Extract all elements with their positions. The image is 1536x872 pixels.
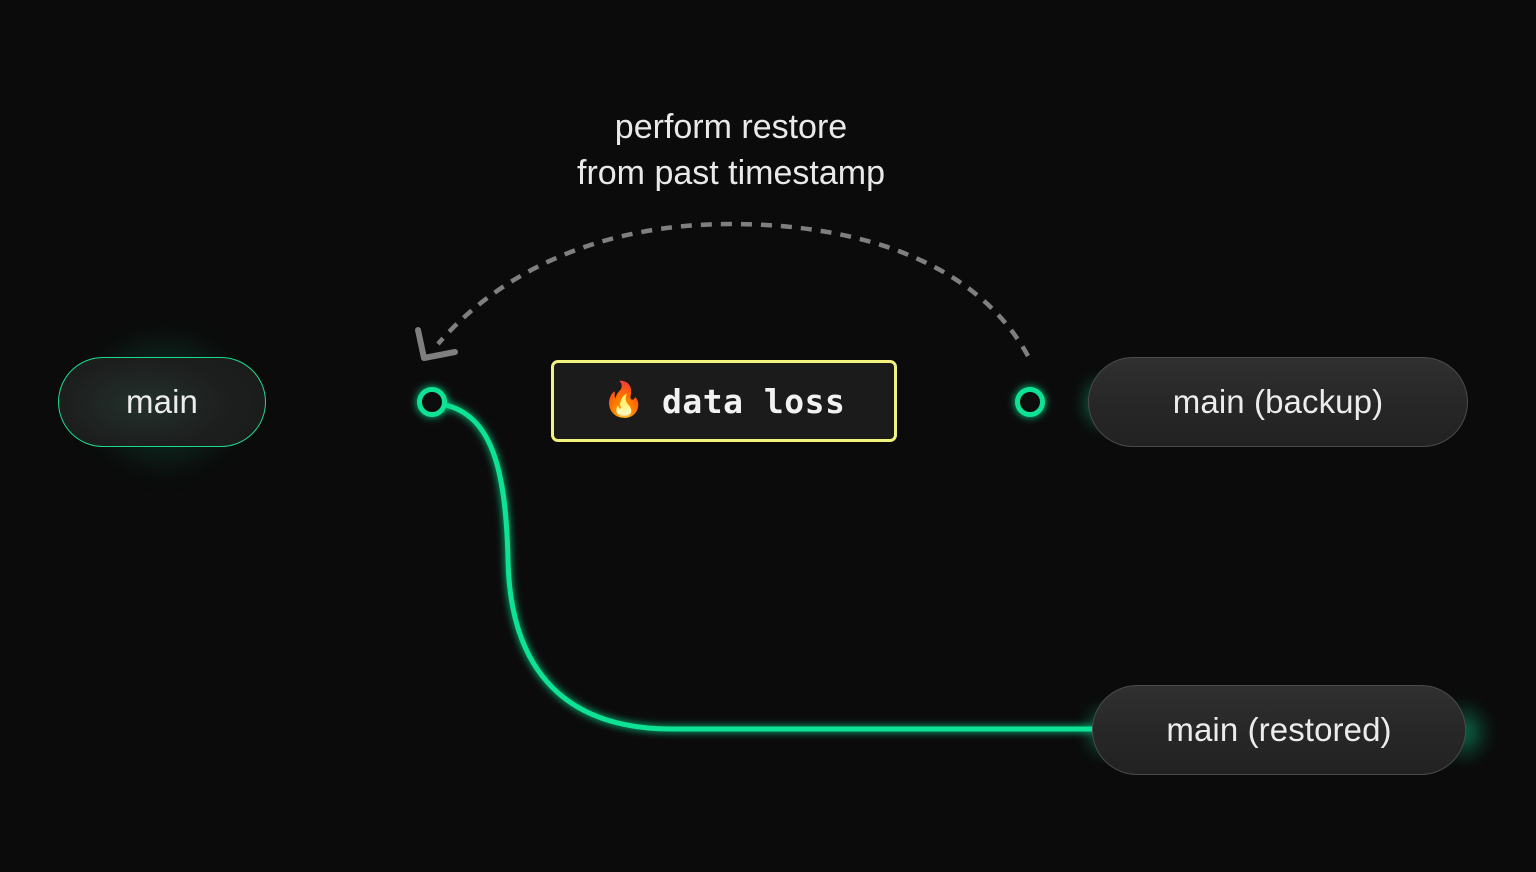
- restore-arrow-head: [415, 327, 458, 361]
- data-loss-label: data loss: [662, 381, 846, 421]
- data-loss-event[interactable]: 🔥 data loss: [551, 360, 897, 442]
- node-main-label: main: [126, 383, 198, 420]
- commit-point-backup[interactable]: [1015, 387, 1045, 417]
- node-main-restored-label: main (restored): [1166, 711, 1392, 748]
- node-main[interactable]: main: [58, 357, 266, 447]
- node-main-backup[interactable]: main (backup): [1088, 357, 1468, 447]
- node-main-restored[interactable]: main (restored): [1092, 685, 1466, 775]
- fire-icon: 🔥: [602, 381, 646, 419]
- node-main-backup-label: main (backup): [1172, 383, 1384, 420]
- restore-annotation-text: perform restore from past timestamp: [577, 108, 885, 192]
- commit-point-branch[interactable]: [417, 387, 447, 417]
- restore-arrow-path: [436, 221, 1030, 358]
- edge-branch-point-to-restored-node: [437, 401, 1097, 732]
